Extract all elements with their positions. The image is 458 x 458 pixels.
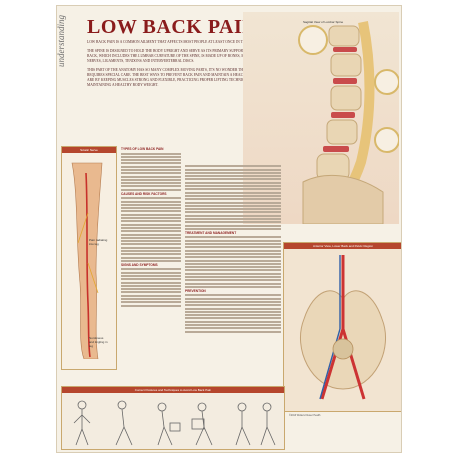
column-2: Treatment and Management Prevention (185, 164, 281, 334)
spine-illustration-svg (298, 21, 400, 228)
poster: understanding LOW BACK PAIN Low back pai… (56, 5, 402, 453)
column-1: Types of Low Back Pain Causes and Risk F… (121, 146, 181, 308)
anatomy-heading: Anterior View, Lower Back and Pelvic Reg… (284, 243, 401, 249)
posture-heading: Correct Postures and Techniques to Avoid… (62, 387, 284, 393)
callout-pain: Pain radiating into leg (89, 238, 108, 246)
col1-heading-1: Types of Low Back Pain (121, 147, 164, 151)
col1-heading-3: Signs and Symptoms (121, 262, 158, 267)
intro-paragraph-3: This part of the anatomy has so many com… (87, 68, 261, 87)
footer: ©2013 Wolters Kluwer Health (289, 414, 321, 417)
intro-text: Low back pain is a common ailment that a… (87, 40, 267, 92)
col1-heading-2: Causes and Risk Factors (121, 191, 167, 196)
col2-heading-2: Prevention (185, 288, 206, 293)
side-word: understanding (56, 15, 66, 68)
intro-paragraph-2: The spine is designed to hold the body u… (87, 49, 263, 63)
page-title: LOW BACK PAIN (87, 16, 258, 38)
pelvis-illustration (300, 255, 386, 400)
leg-illustration (71, 162, 103, 360)
anatomy-panel: Anterior View, Lower Back and Pelvic Reg… (283, 242, 401, 412)
intro-paragraph-1: Low back pain is a common ailment that a… (87, 40, 264, 44)
callout-numbness: Numbness and tingling in leg (89, 336, 108, 348)
sciatica-figure: Sciatic Nerve (61, 146, 117, 370)
sciatica-heading: Sciatic Nerve (62, 147, 116, 153)
spine-label: Sagittal View of Lumbar Spine (303, 20, 344, 24)
posture-strip: Correct Postures and Techniques to Avoid… (61, 386, 285, 450)
posture-figures (73, 400, 276, 446)
col2-heading-1: Treatment and Management (185, 230, 237, 235)
